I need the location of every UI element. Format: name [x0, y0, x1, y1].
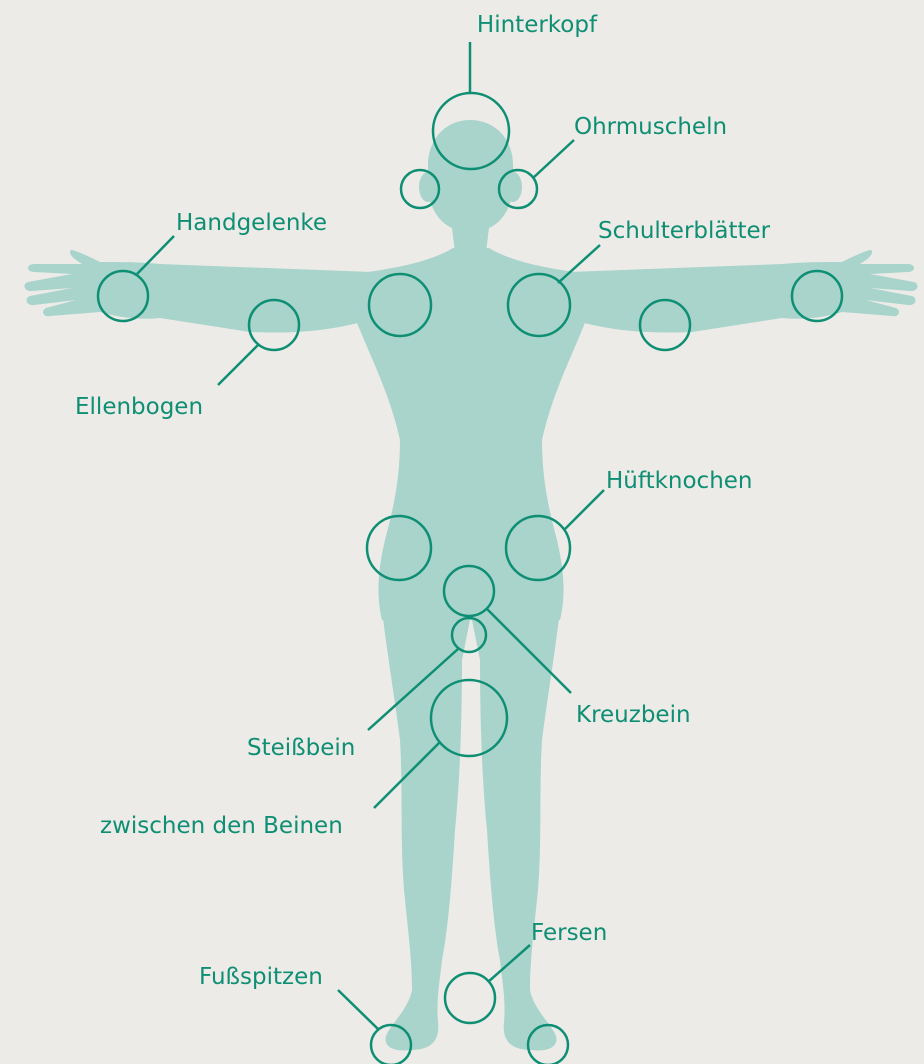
ring-heels [445, 973, 495, 1023]
label-kreuzbein: Kreuzbein [576, 702, 691, 728]
body-silhouette [25, 120, 918, 1050]
label-fussspitzen: Fußspitzen [199, 964, 323, 990]
label-hueftknochen: Hüftknochen [606, 468, 753, 494]
right-leg [472, 610, 560, 1050]
leader-fussspitzen [338, 990, 378, 1029]
label-ellenbogen: Ellenbogen [75, 394, 203, 420]
leader-ohrmuscheln [533, 140, 574, 178]
left-arm [25, 250, 372, 333]
right-arm [570, 250, 917, 333]
leader-hueftknochen [565, 490, 604, 529]
torso [355, 248, 588, 620]
label-handgelenke: Handgelenke [176, 210, 327, 236]
label-ohrmuscheln: Ohrmuscheln [574, 114, 727, 140]
label-fersen: Fersen [531, 920, 607, 946]
label-hinterkopf: Hinterkopf [477, 12, 598, 38]
label-zwischen-den-beinen: zwischen den Beinen [100, 813, 343, 839]
right-ear [504, 172, 522, 202]
label-schulterblaetter: Schulterblätter [598, 218, 771, 244]
leader-ellenbogen [218, 345, 258, 385]
label-steissbein: Steißbein [247, 735, 355, 761]
left-leg [382, 610, 470, 1050]
